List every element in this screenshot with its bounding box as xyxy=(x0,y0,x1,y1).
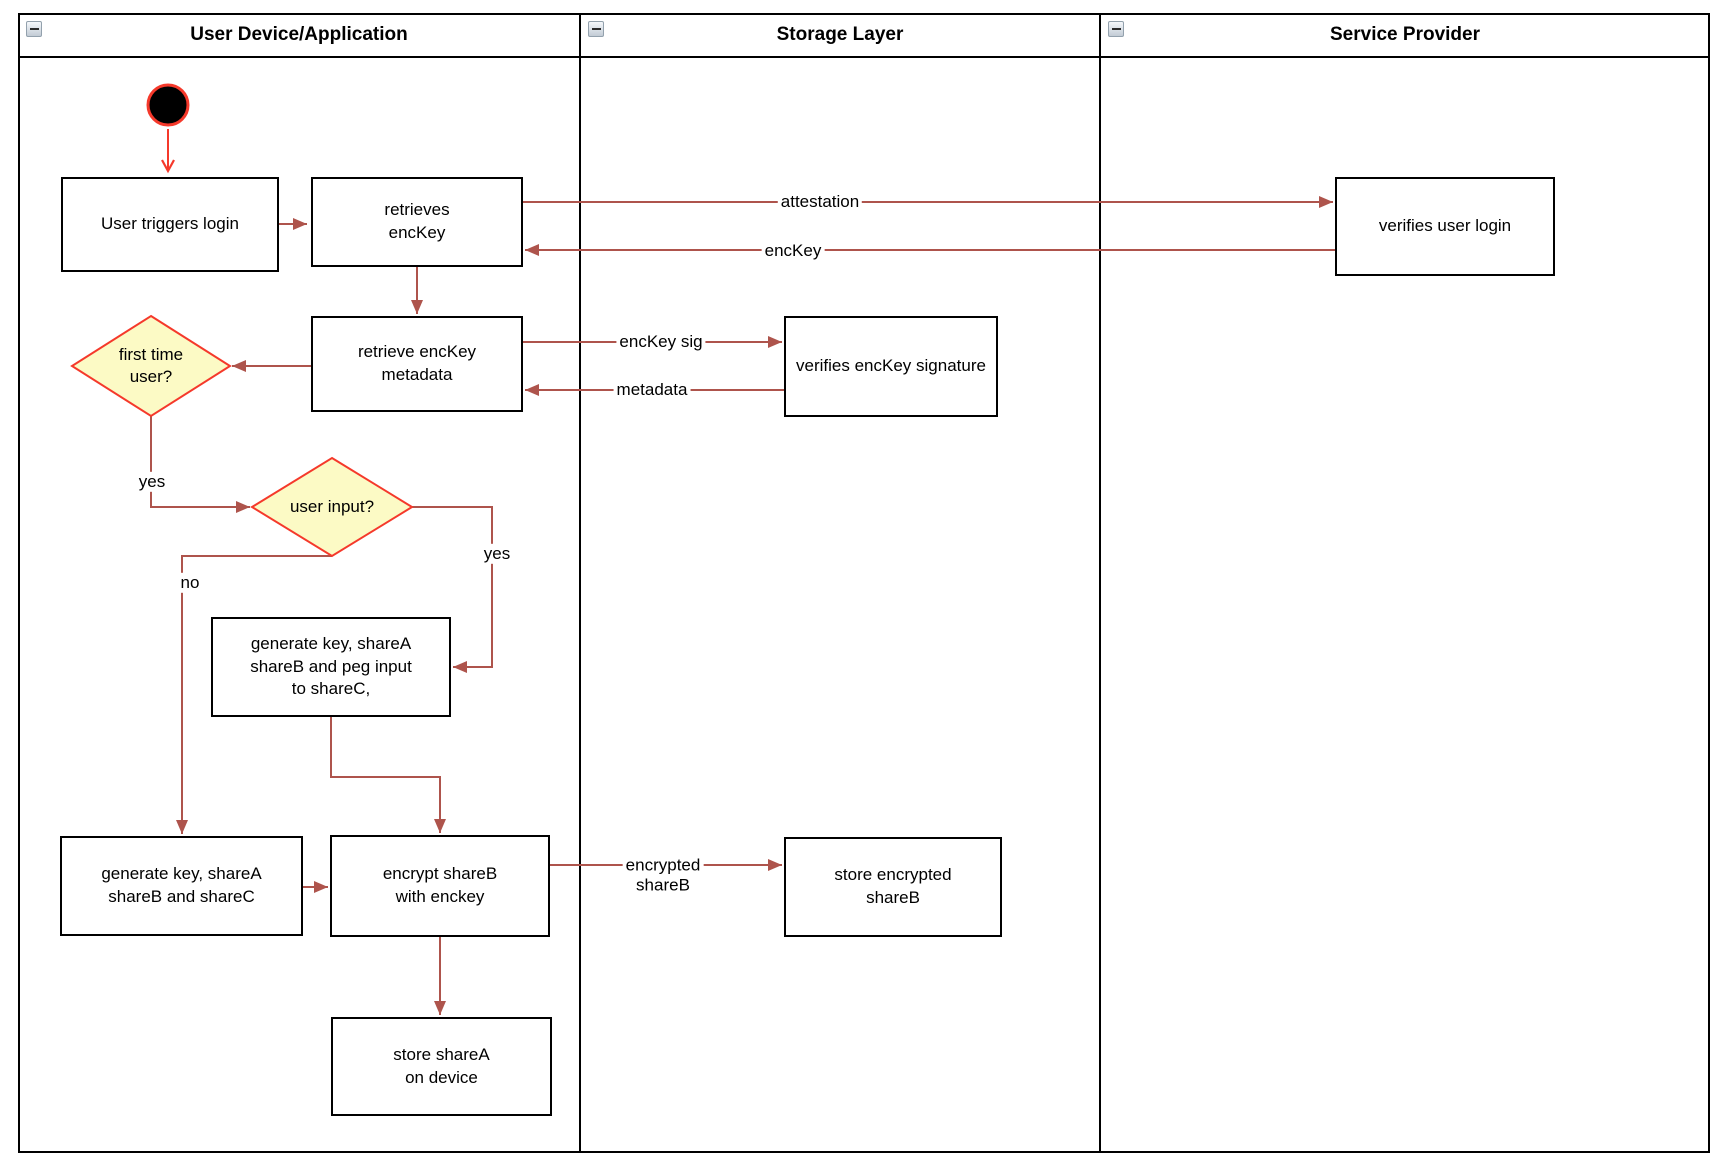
lane-divider-1 xyxy=(579,13,581,1153)
minus-icon xyxy=(29,27,39,31)
node-label: User triggers login xyxy=(101,214,239,234)
edge-label-yes-first-time: yes xyxy=(135,471,169,493)
edge-label-metadata: metadata xyxy=(613,379,691,401)
edge-genpeg-to-encrypt xyxy=(330,717,446,833)
edge-userinput-yes xyxy=(412,506,493,673)
node-label: retrieves encKey xyxy=(384,200,450,242)
swimlane-frame xyxy=(18,13,1710,1153)
decision-user-input-shape[interactable] xyxy=(250,456,414,558)
collapse-lane-button-3[interactable] xyxy=(1108,21,1124,37)
edge-userinput-no xyxy=(176,555,332,834)
edge-label-no-user-input: no xyxy=(177,572,203,594)
edge-label-yes-user-input: yes xyxy=(480,543,514,565)
node-encrypt-shareb[interactable]: encrypt shareB with enckey xyxy=(330,835,550,937)
edge-label-encrypted-shareb: encrypted shareB xyxy=(622,855,704,897)
node-user-triggers-login[interactable]: User triggers login xyxy=(61,177,279,272)
lane-header-separator xyxy=(18,56,1710,58)
node-label: generate key, shareA shareB and shareC xyxy=(101,864,262,906)
minus-icon xyxy=(1111,27,1121,31)
node-generate-key-shares[interactable]: generate key, shareA shareB and shareC xyxy=(60,836,303,936)
node-label: verifies user login xyxy=(1378,216,1512,236)
node-label: verifies encKey signature xyxy=(796,356,986,376)
node-label: retrieve encKey metadata xyxy=(357,342,477,384)
node-generate-key-peg-input[interactable]: generate key, shareA shareB and peg inpu… xyxy=(211,617,451,717)
node-label: encrypt shareB with enckey xyxy=(382,864,498,906)
edge-label-enckey-sig: encKey sig xyxy=(616,331,706,353)
minus-icon xyxy=(591,27,601,31)
collapse-lane-button-1[interactable] xyxy=(26,21,42,37)
edge-label-enckey: encKey xyxy=(761,240,825,262)
edge-label-attestation: attestation xyxy=(777,191,863,213)
initial-state-node[interactable] xyxy=(146,83,190,127)
node-verifies-enckey-signature[interactable]: verifies encKey signature xyxy=(784,316,998,417)
lane-title-user-device[interactable]: User Device/Application xyxy=(190,24,408,45)
collapse-lane-button-2[interactable] xyxy=(588,21,604,37)
node-store-encrypted-shareb[interactable]: store encrypted shareB xyxy=(784,837,1002,937)
decision-first-time-user-label: first time user? xyxy=(118,344,184,386)
edge-firsttime-yes xyxy=(150,416,250,513)
node-label: store encrypted shareB xyxy=(834,865,952,907)
lane-divider-2 xyxy=(1099,13,1101,1153)
node-label: store shareA on device xyxy=(393,1044,490,1087)
lane-title-storage-layer[interactable]: Storage Layer xyxy=(776,24,904,45)
lane-title-service-provider[interactable]: Service Provider xyxy=(1330,24,1480,45)
node-retrieve-enckey-metadata[interactable]: retrieve encKey metadata xyxy=(311,316,523,412)
node-label: generate key, shareA shareB and peg inpu… xyxy=(250,634,412,699)
decision-user-input-label: user input? xyxy=(289,496,375,516)
node-store-sharea-on-device[interactable]: store shareA on device xyxy=(331,1017,552,1116)
node-verifies-user-login[interactable]: verifies user login xyxy=(1335,177,1555,276)
decision-first-time-user-shape[interactable] xyxy=(70,314,232,418)
node-retrieves-enckey[interactable]: retrieves encKey xyxy=(311,177,523,267)
